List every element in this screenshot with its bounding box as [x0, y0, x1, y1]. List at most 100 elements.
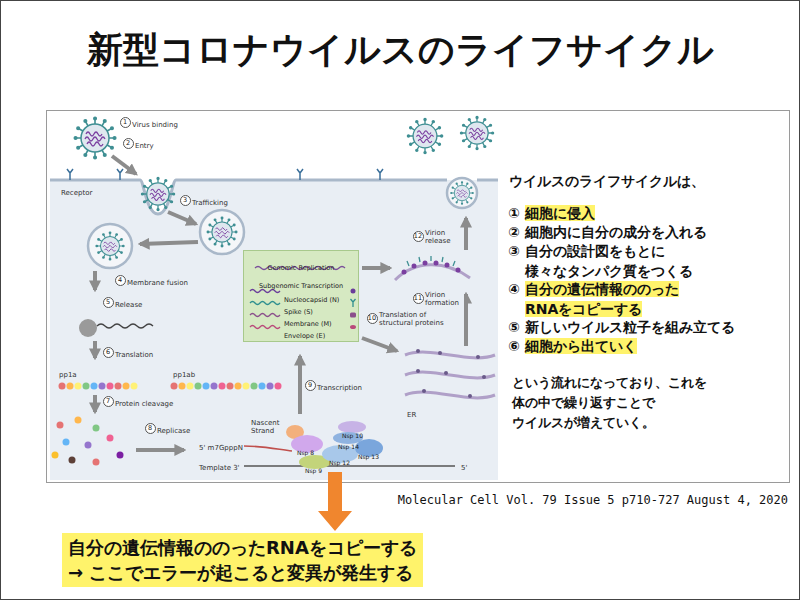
part-label-anchor: pp1a [58, 368, 78, 379]
figure-path [395, 265, 470, 280]
figure-path [93, 271, 97, 290]
figure-circle [93, 459, 100, 466]
part-label-anchor: Virion formation [424, 291, 464, 307]
figure-path [244, 446, 292, 451]
figure-g [402, 261, 461, 275]
list-number-anchor: ① [508, 203, 520, 223]
protein-label-anchor: Nsp 9 [305, 458, 322, 477]
list-number-anchor: ④ [508, 279, 520, 299]
part-label: 5' m7GpppN [198, 444, 244, 452]
callout-number: 8 [145, 423, 156, 434]
callout-number: 1 [120, 117, 131, 128]
box-heading-anchor: Genomic Replication [244, 255, 358, 274]
callout-number-anchor: 7 [103, 396, 114, 407]
figure-path [407, 256, 455, 266]
figure-circle [482, 375, 486, 379]
list-number: ③ [508, 243, 520, 259]
callout-number-anchor: 8 [145, 423, 156, 434]
callout-number: 7 [103, 396, 114, 407]
figure-rect [47, 111, 790, 483]
figure-path [405, 352, 495, 398]
part-label: Translation [114, 351, 154, 359]
figure-circle [107, 383, 114, 390]
figure-circle [243, 383, 250, 390]
figure-circle [99, 383, 106, 390]
figure-circle [438, 351, 442, 355]
part-label: Receptor [60, 189, 93, 197]
protein-label: Envelope (E) [284, 332, 325, 340]
figure-circle [75, 417, 82, 424]
figure-circle [219, 383, 226, 390]
part-label-anchor: Release [114, 298, 143, 309]
protein-label: Nsp 10 [342, 432, 363, 439]
figure-circle [412, 264, 417, 269]
figure-circle [171, 383, 178, 390]
figure-circle [227, 383, 234, 390]
replicase-complex: Nsp 10Nsp 14Nsp 8Nsp 12Nsp 13Nsp 9 [285, 420, 385, 470]
figure-circle [131, 383, 138, 390]
list-number-anchor: ⑥ [508, 336, 520, 356]
body-text: 新しいウイルス粒子を組み立てる [525, 319, 735, 335]
protein-label: Nsp 9 [305, 467, 322, 474]
figure-path [93, 341, 97, 358]
figure-circle [67, 383, 74, 390]
protein-label-anchor: Nsp 12 [329, 450, 350, 469]
figure-circle [123, 383, 130, 390]
highlight-text-anchor: 細胞に侵入 [525, 203, 595, 223]
figure-path [464, 218, 468, 250]
figure-path [50, 180, 498, 480]
figure-circle [115, 383, 122, 390]
figure-circle [69, 457, 76, 464]
figure-path [250, 326, 280, 329]
figure-circle [476, 355, 480, 359]
figure-circle [422, 389, 426, 393]
part-label: pp1ab [172, 371, 196, 379]
callout-number: 5 [103, 297, 114, 308]
figure-circle [267, 383, 274, 390]
callout-number-anchor: 11 [413, 293, 424, 304]
figure-circle [179, 383, 186, 390]
callout-number: 9 [305, 380, 316, 391]
figure-circle [200, 210, 244, 254]
figure-use [451, 182, 473, 203]
figure-path [67, 169, 383, 180]
protein-label-anchor: Nsp 10 [342, 423, 363, 442]
part-label-anchor: Entry [134, 139, 155, 150]
part-label: Release [114, 301, 143, 309]
callout-number: 10 [367, 313, 378, 324]
part-label-anchor: Replicase [156, 424, 191, 435]
callout-number: 4 [115, 275, 126, 286]
body-text-anchor: 細胞内に自分の成分を入れる [525, 222, 707, 242]
body-text-anchor: 自分の設計図をもとに 様々なタンパク質をつくる [525, 241, 755, 281]
callout-number-anchor: 12 [413, 231, 424, 242]
protein-label-anchor: Nsp 8 [297, 440, 314, 459]
callout-number-anchor: 10 [367, 313, 378, 324]
callout-number: 11 [413, 293, 424, 304]
callout-number-anchor: 4 [115, 275, 126, 286]
protein-label-anchor: Nsp 13 [358, 444, 379, 463]
figure-path [362, 266, 390, 270]
part-label-anchor: Translation [114, 348, 154, 359]
part-label-anchor: ER [406, 408, 417, 419]
protein-label: Nsp 13 [358, 453, 379, 460]
callout-number: 3 [180, 195, 191, 206]
part-label: Membrane fusion [126, 279, 189, 287]
figure-path [351, 299, 356, 307]
highlight-text: 自分の遺伝情報ののった RNAをコピーする [525, 281, 679, 317]
part-label: Protein cleavage [114, 400, 174, 408]
flow-arrow [318, 472, 352, 531]
callout-number-anchor: 5 [103, 297, 114, 308]
figure-circle [52, 452, 59, 459]
figure-circle [63, 439, 70, 446]
figure-circle [434, 261, 439, 266]
figure-path [464, 294, 468, 346]
figure-path [140, 242, 198, 244]
list-number: ① [508, 205, 520, 221]
figure-circle [107, 435, 114, 442]
callout-number: 6 [103, 347, 114, 358]
figure-circle [195, 383, 202, 390]
figure-g [59, 383, 282, 390]
